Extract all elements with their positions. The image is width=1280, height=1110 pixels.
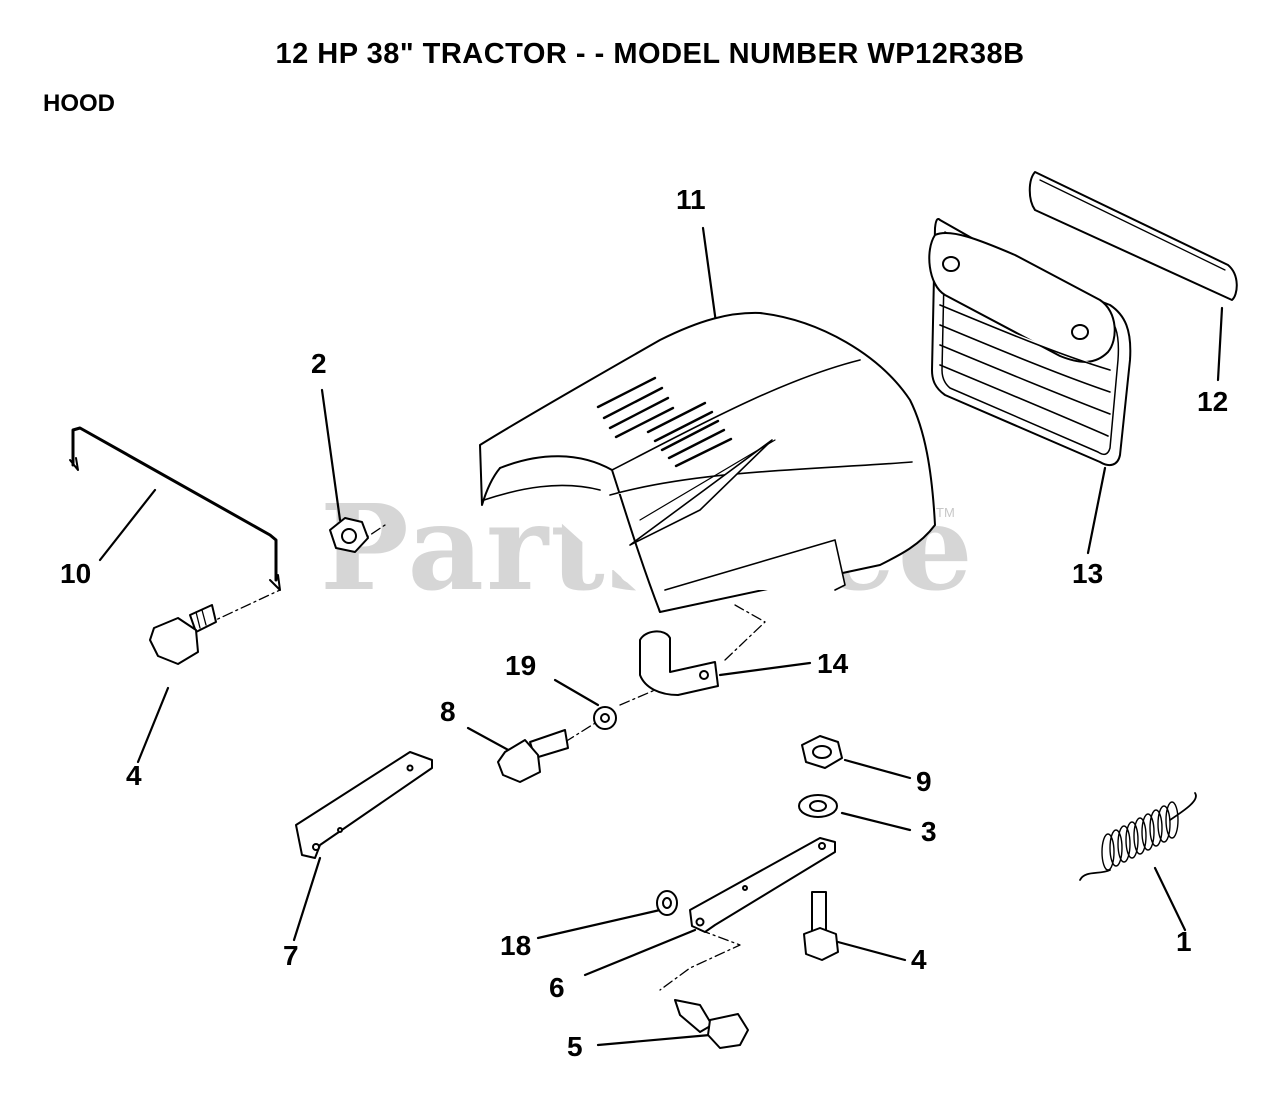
callout-2: 2: [311, 348, 327, 379]
callout-11: 11: [676, 184, 706, 215]
strap-part-7: [295, 751, 433, 859]
callout-3: 3: [921, 816, 937, 847]
callout-19: 19: [505, 650, 537, 681]
callout-4-left: 4: [126, 760, 142, 791]
bolt-part-4-bottom: [803, 891, 839, 961]
callout-10: 10: [60, 558, 92, 589]
callout-5: 5: [567, 1031, 583, 1062]
spring-part-1: [1079, 792, 1197, 881]
callout-13: 13: [1072, 558, 1104, 589]
callout-14: 14: [817, 648, 849, 679]
nut-part-2: [329, 517, 369, 553]
callout-6: 6: [549, 972, 565, 1003]
section-label: HOOD: [43, 90, 115, 117]
callout-8: 8: [440, 696, 456, 727]
bolt-part-5: [674, 999, 749, 1049]
callout-18: 18: [500, 930, 532, 961]
bracket-part-14: [639, 630, 719, 696]
callout-7: 7: [283, 940, 299, 971]
star-washer-part-19: [593, 706, 617, 730]
emblem-part: [1028, 171, 1238, 301]
washer-part-18: [656, 890, 678, 916]
hood-part: [479, 311, 936, 613]
watermark-trademark: TM: [936, 505, 955, 520]
rod-part: [69, 426, 281, 591]
callout-9: 9: [916, 766, 932, 797]
link-part-6: [689, 837, 836, 933]
callout-12: 12: [1197, 386, 1229, 417]
nut-part-9: [801, 735, 843, 769]
diagram-title: 12 HP 38" TRACTOR - - MODEL NUMBER WP12R…: [275, 38, 1025, 70]
bolt-part-8: [497, 729, 569, 783]
callout-4-bottom: 4: [911, 944, 927, 975]
grille-part: [928, 218, 1132, 467]
callout-1: 1: [1176, 926, 1192, 957]
washer-part-3: [798, 794, 838, 818]
leader-lines: [98, 226, 1224, 1047]
bolt-part-4-left: [149, 604, 217, 665]
